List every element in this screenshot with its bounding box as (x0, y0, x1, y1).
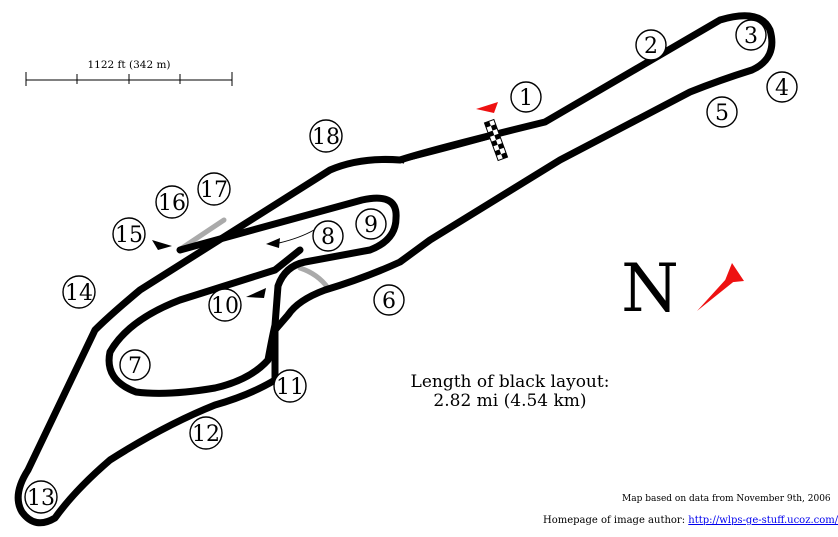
track-infield (105, 194, 400, 397)
svg-text:8: 8 (321, 225, 335, 250)
turn-marker-1: 1 (510, 81, 542, 113)
turn-marker-11: 11 (273, 369, 307, 403)
svg-text:11: 11 (276, 375, 304, 400)
homepage-credit: Homepage of image author: http://wlps-ge… (543, 515, 838, 526)
north-indicator: N (621, 250, 744, 327)
turn-marker-12: 12 (189, 416, 223, 450)
layout-length-label: Length of black layout: (411, 372, 610, 392)
direction-arrow-8-icon (266, 238, 280, 248)
svg-text:4: 4 (775, 76, 789, 101)
turn-marker-5: 5 (706, 96, 738, 128)
turn-marker-7: 7 (119, 349, 151, 381)
layout-length: Length of black layout: 2.82 mi (4.54 km… (411, 372, 610, 411)
turn-marker-10: 10 (208, 288, 242, 322)
scale-bar: 1122 ft (342 m) (25, 59, 233, 86)
turn-marker-4: 4 (766, 71, 798, 103)
layout-length-value: 2.82 mi (4.54 km) (433, 391, 586, 411)
turn-marker-2: 2 (635, 29, 667, 61)
svg-text:15: 15 (115, 223, 143, 248)
homepage-link[interactable]: http://wlps-ge-stuff.ucoz.com/ (688, 515, 838, 526)
start-finish-line (483, 118, 509, 162)
turn-marker-3: 3 (735, 19, 767, 51)
svg-text:2: 2 (644, 34, 658, 59)
direction-arrow-8-tail (278, 229, 315, 244)
turn-marker-8: 8 (312, 220, 344, 252)
svg-text:13: 13 (27, 486, 55, 511)
alternate-section-17 (179, 217, 227, 251)
start-direction-flag-icon (476, 102, 498, 113)
map-source-note: Map based on data from November 9th, 200… (622, 494, 831, 504)
svg-text:7: 7 (128, 354, 142, 379)
homepage-label: Homepage of image author: (543, 515, 686, 526)
north-arrow-icon (697, 263, 744, 311)
svg-text:14: 14 (65, 281, 93, 306)
circuit-map: 1122 ft (342 m) 1 2 3 4 5 6 7 8 9 10 11 … (14, 12, 798, 527)
turn-marker-14: 14 (62, 275, 96, 309)
turn-marker-9: 9 (355, 208, 387, 240)
svg-text:5: 5 (715, 101, 729, 126)
svg-text:17: 17 (200, 178, 228, 203)
scale-bar-label: 1122 ft (342 m) (87, 59, 170, 71)
north-letter: N (621, 250, 679, 327)
svg-text:10: 10 (211, 294, 239, 319)
svg-text:1: 1 (519, 86, 533, 111)
direction-arrow-15-icon (152, 240, 172, 250)
track-layout (14, 12, 776, 527)
svg-text:3: 3 (744, 24, 758, 49)
svg-text:9: 9 (364, 213, 378, 238)
turn-marker-15: 15 (112, 217, 146, 251)
turn-marker-16: 16 (155, 185, 189, 219)
svg-text:6: 6 (382, 289, 396, 314)
direction-arrow-10-icon (246, 288, 266, 298)
svg-text:18: 18 (312, 125, 340, 150)
turn-marker-18: 18 (309, 119, 343, 153)
turn-marker-6: 6 (373, 284, 405, 316)
svg-text:16: 16 (158, 191, 186, 216)
alternate-section-10 (297, 265, 331, 291)
svg-text:12: 12 (192, 422, 220, 447)
turn-marker-17: 17 (197, 172, 231, 206)
turn-marker-13: 13 (24, 480, 58, 514)
